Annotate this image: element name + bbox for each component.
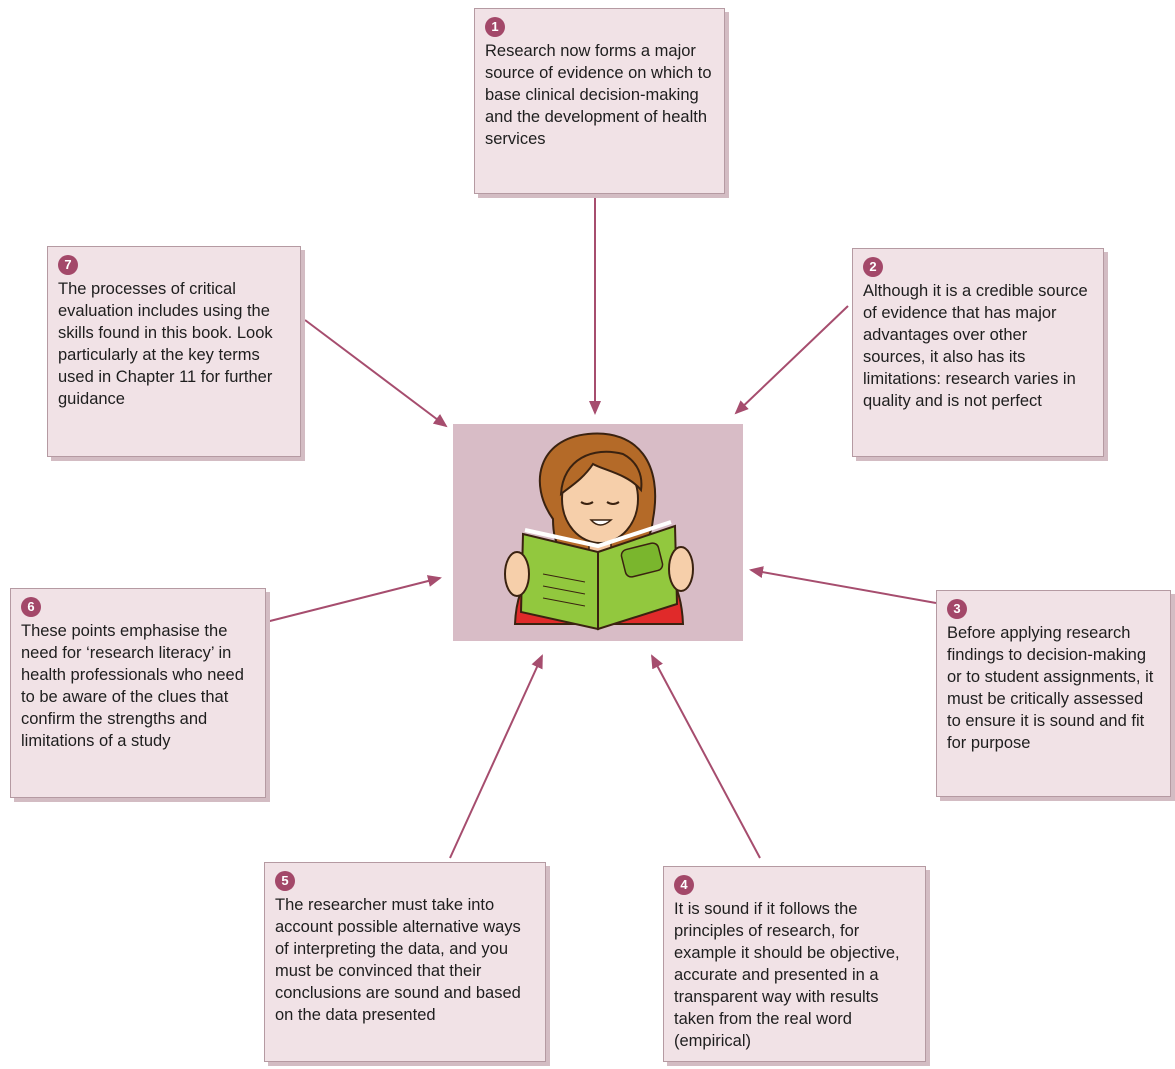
number-badge: 4	[674, 875, 694, 895]
woman-reading-book-icon	[504, 432, 694, 631]
arrow-6	[265, 575, 442, 623]
callout-text: Although it is a credible source of evid…	[863, 282, 1088, 410]
arrow-2	[734, 305, 849, 415]
callout-box-5: 5 The researcher must take into account …	[264, 862, 546, 1062]
callout-text: These points emphasise the need for ‘res…	[21, 622, 244, 750]
number-badge: 1	[485, 17, 505, 37]
callout-text: The researcher must take into account po…	[275, 896, 521, 1024]
arrow-4	[651, 654, 761, 859]
number-badge: 7	[58, 255, 78, 275]
number-badge: 2	[863, 257, 883, 277]
arrow-3	[749, 566, 937, 604]
number-badge: 6	[21, 597, 41, 617]
callout-box-6: 6 These points emphasise the need for ‘r…	[10, 588, 266, 798]
callout-text: The processes of critical evaluation inc…	[58, 280, 273, 408]
center-illustration	[453, 424, 743, 641]
callout-text: It is sound if it follows the principles…	[674, 900, 900, 1050]
callout-box-2: 2 Although it is a credible source of ev…	[852, 248, 1104, 457]
callout-box-1: 1 Research now forms a major source of e…	[474, 8, 725, 194]
callout-box-7: 7 The processes of critical evaluation i…	[47, 246, 301, 457]
arrow-7	[304, 319, 448, 428]
callout-text: Research now forms a major source of evi…	[485, 42, 712, 148]
number-badge: 3	[947, 599, 967, 619]
callout-box-4: 4 It is sound if it follows the principl…	[663, 866, 926, 1062]
arrow-5	[449, 654, 543, 859]
number-badge: 5	[275, 871, 295, 891]
callout-text: Before applying research findings to dec…	[947, 624, 1154, 752]
callout-box-3: 3 Before applying research findings to d…	[936, 590, 1171, 797]
